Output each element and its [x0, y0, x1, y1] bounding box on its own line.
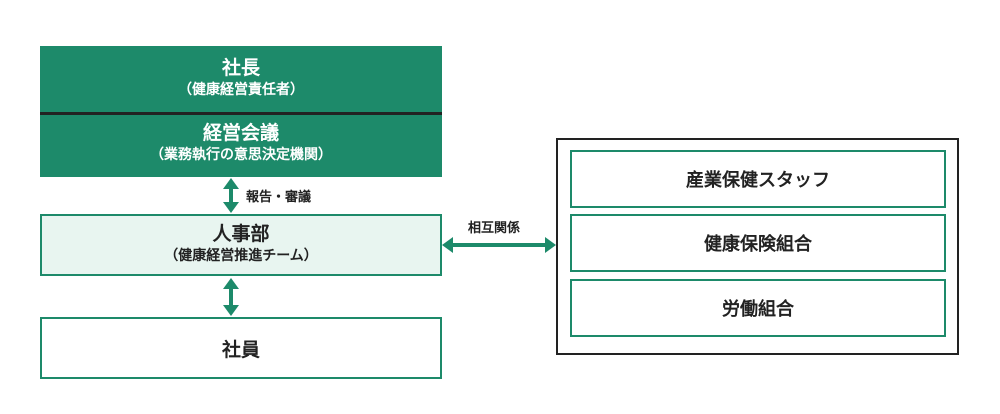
hr-department-subtitle: （健康経営推進チーム） — [164, 248, 318, 264]
management-meeting-subtitle: （業務執行の意思決定機関） — [150, 147, 332, 163]
employees-box: 社員 — [40, 317, 442, 379]
mutual-arrow-label: 相互関係 — [468, 221, 521, 236]
employees-title: 社員 — [221, 338, 260, 361]
hr-department-title: 人事部 — [212, 223, 270, 245]
hr-department-box: 人事部 （健康経営推進チーム） — [40, 214, 442, 276]
partner-item-label: 労働組合 — [722, 299, 794, 320]
partner-item-label: 産業保健スタッフ — [686, 170, 830, 191]
hr-employees-arrow — [223, 278, 239, 316]
divider-line — [40, 112, 442, 115]
partner-item-labor-union: 労働組合 — [570, 279, 946, 337]
mutual-arrow — [442, 237, 556, 253]
report-arrow-label: 報告・審議 — [246, 190, 312, 205]
management-meeting-title: 経営会議 — [202, 122, 279, 144]
partner-item-label: 健康保険組合 — [704, 234, 812, 255]
management-meeting-box: 経営会議 （業務執行の意思決定機関） — [40, 115, 442, 177]
report-arrow — [223, 178, 239, 213]
president-subtitle: （健康経営責任者） — [178, 82, 304, 98]
president-box: 社長 （健康経営責任者） — [40, 46, 442, 112]
partner-item-occupational-health: 産業保健スタッフ — [570, 150, 946, 208]
president-title: 社長 — [221, 57, 260, 79]
partner-item-health-insurance: 健康保険組合 — [570, 214, 946, 272]
